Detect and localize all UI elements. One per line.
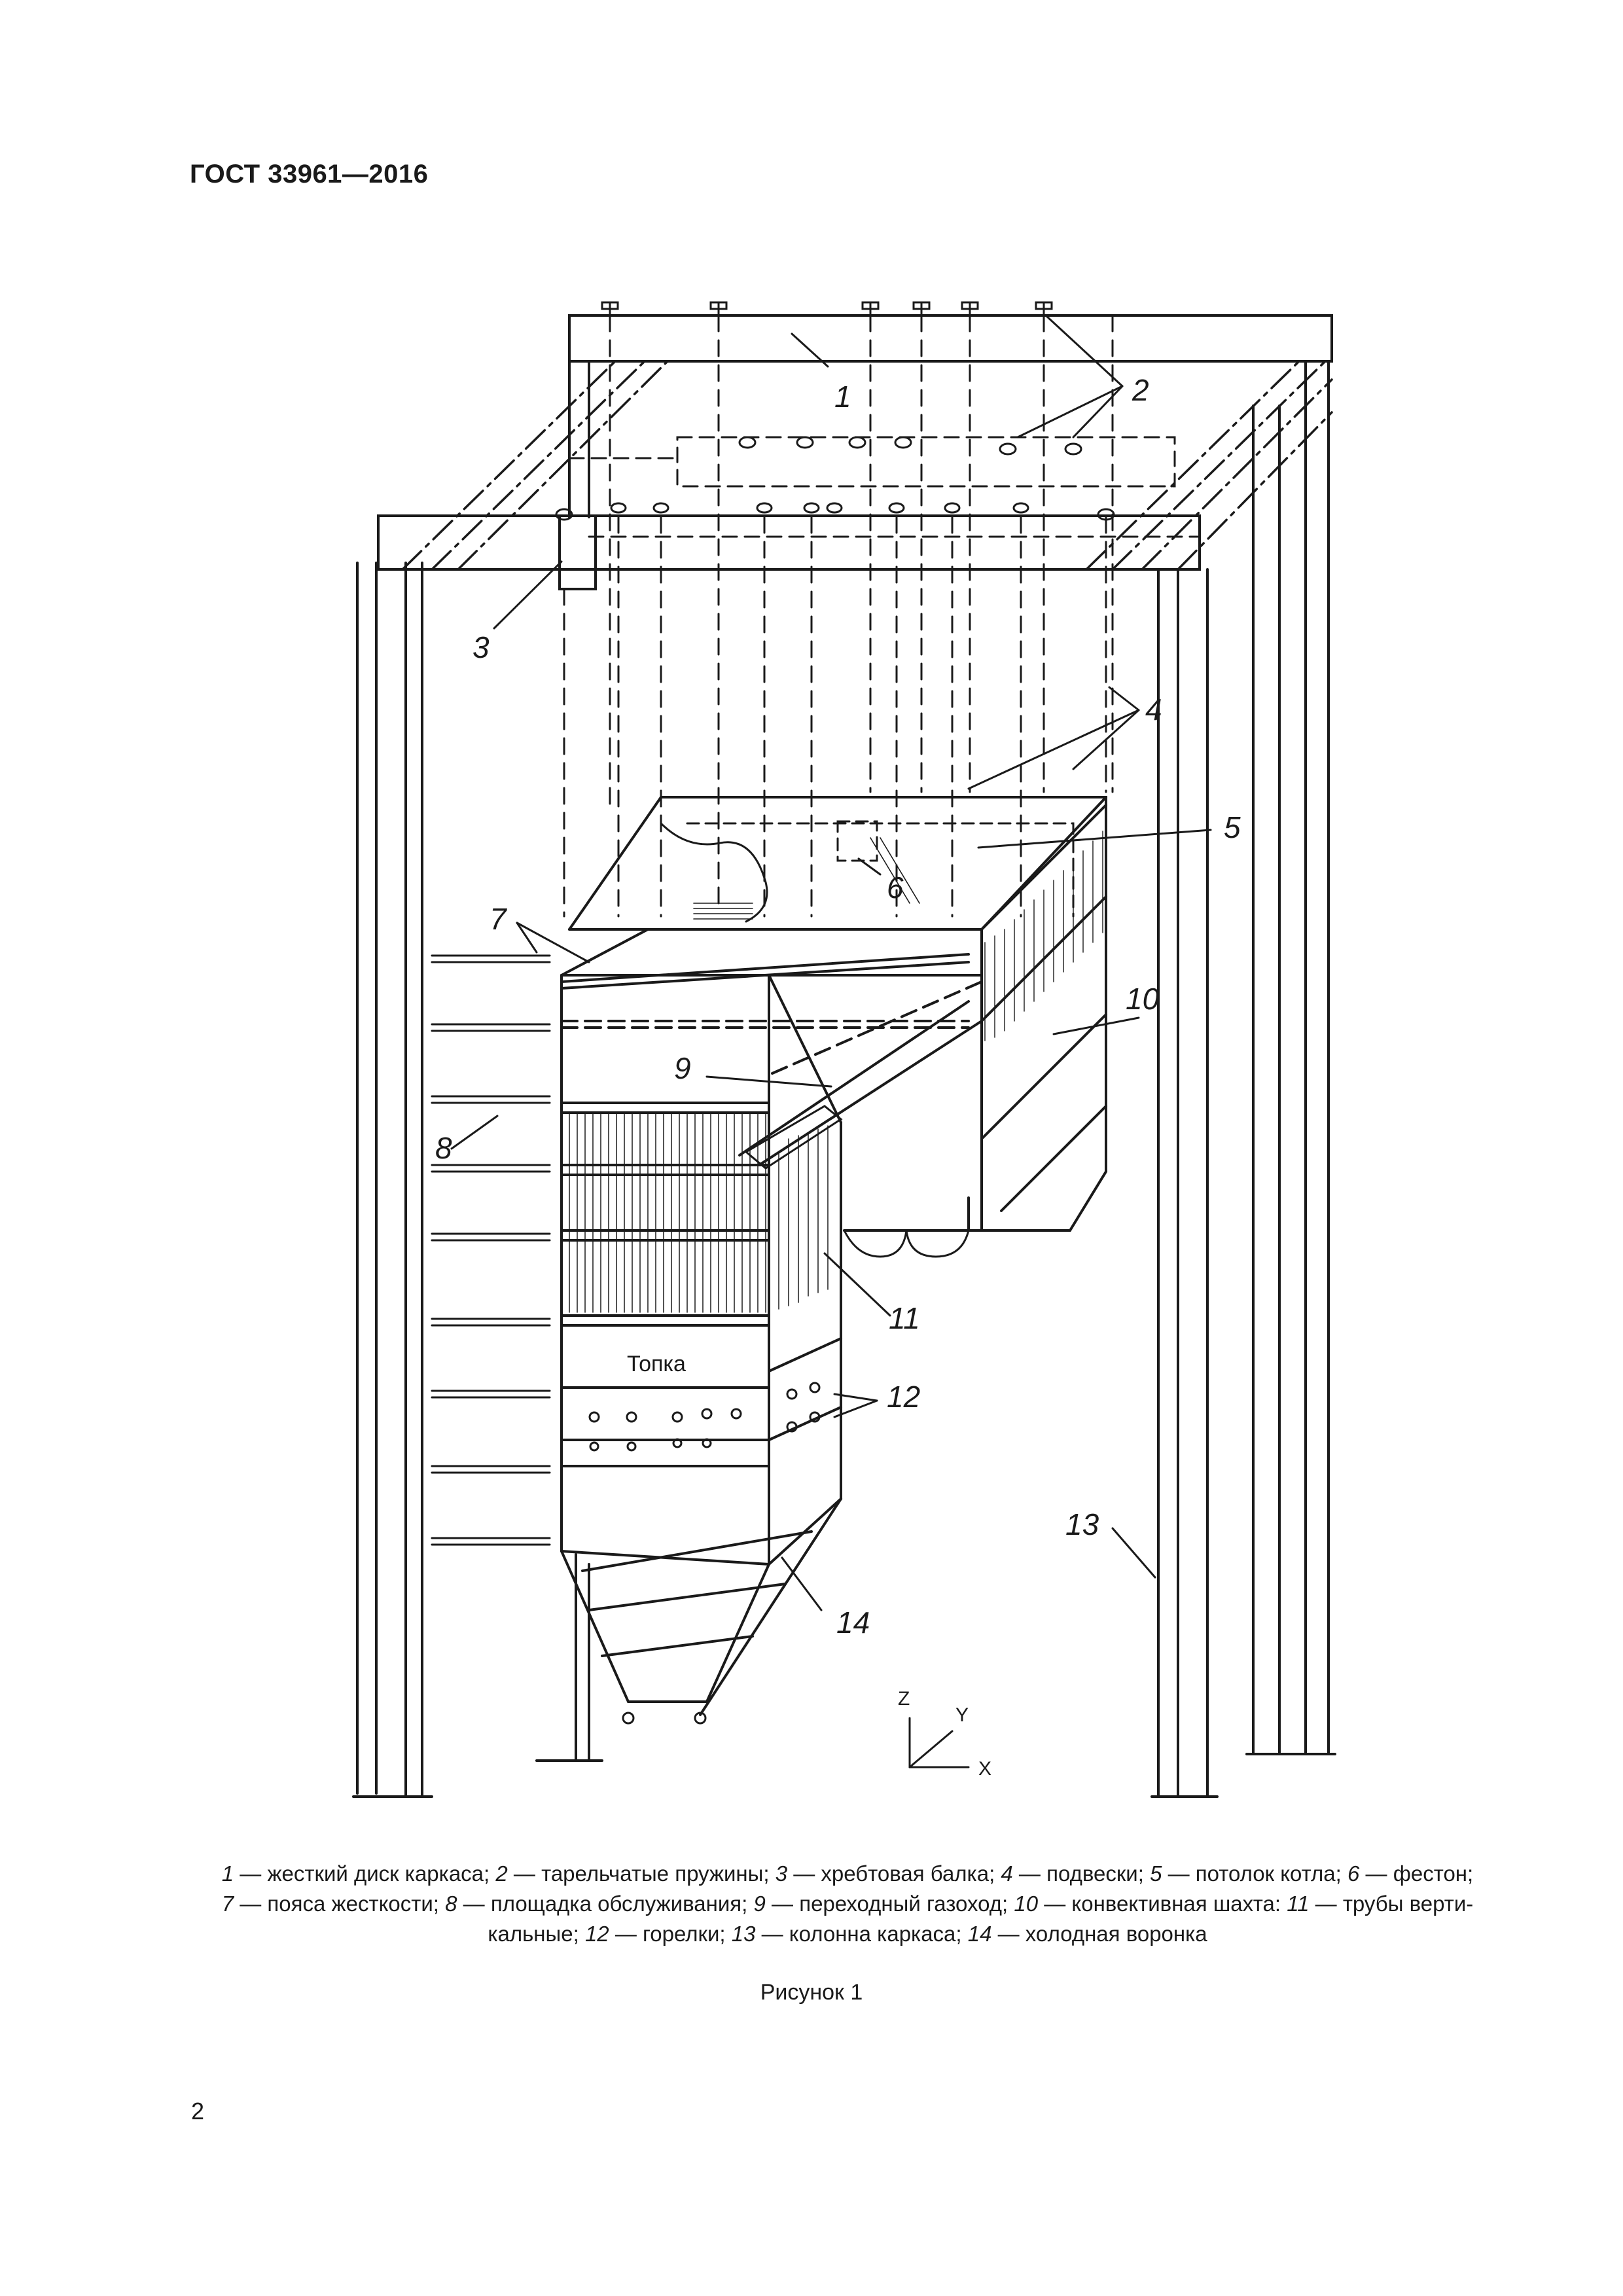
legend-num: 3 <box>775 1861 788 1886</box>
callout-4: 4 <box>1145 692 1162 726</box>
spine-beam <box>558 514 597 590</box>
legend-text: — тарельчатые пружины; <box>507 1861 776 1886</box>
legend-num: 4 <box>1001 1861 1013 1886</box>
callout-11: 11 <box>889 1301 920 1335</box>
callout-6: 6 <box>887 870 904 905</box>
disc-springs <box>555 301 1115 521</box>
callout-leaders <box>450 314 1212 1611</box>
legend-num: 11 <box>1287 1892 1310 1916</box>
legend-text: — трубы верти- <box>1309 1892 1474 1916</box>
document-code-header: ГОСТ 33961—2016 <box>190 160 429 188</box>
legend-text: кальные; <box>488 1922 585 1946</box>
legend-line-3: кальные; 12 — горелки; 13 — колонна карк… <box>196 1919 1499 1949</box>
callout-3: 3 <box>473 630 490 664</box>
furnace-label: Топка <box>627 1352 686 1376</box>
cold-hopper <box>535 1498 842 1762</box>
callout-7: 7 <box>490 902 507 936</box>
furnace-body <box>560 928 983 1566</box>
legend-num: 2 <box>495 1861 508 1886</box>
transitional-flue <box>738 980 983 1170</box>
legend-text: — хребтовая балка; <box>787 1861 1001 1886</box>
legend-text: — горелки; <box>609 1922 732 1946</box>
legend-num: 9 <box>753 1892 766 1916</box>
legend-num: 12 <box>584 1922 609 1946</box>
legend-num: 10 <box>1014 1892 1039 1916</box>
legend-text: — переходный газоход; <box>765 1892 1014 1916</box>
axis-x-label: X <box>978 1758 991 1780</box>
frame-column-rear-right <box>1245 360 1336 1755</box>
legend-num: 14 <box>967 1922 992 1946</box>
legend-line-1: 1 — жесткий диск каркаса; 2 — тарельчаты… <box>196 1859 1499 1889</box>
axis-z-label: Z <box>898 1688 910 1710</box>
legend-text: — холодная воронка <box>991 1922 1207 1946</box>
callout-10: 10 <box>1126 982 1160 1016</box>
service-platforms <box>431 954 551 1546</box>
frame-column-rear-left <box>568 360 590 518</box>
legend-text: — конвективная шахта: <box>1038 1892 1287 1916</box>
legend-num: 6 <box>1347 1861 1360 1886</box>
legend-num: 8 <box>445 1892 457 1916</box>
callout-9: 9 <box>674 1051 691 1085</box>
callout-1: 1 <box>834 380 851 414</box>
legend-num: 7 <box>221 1892 234 1916</box>
hangers <box>563 314 1114 918</box>
legend-text: — пояса жесткости; <box>234 1892 446 1916</box>
callout-12: 12 <box>887 1380 920 1414</box>
convective-shaft <box>843 796 1107 1258</box>
legend-line-2: 7 — пояса жесткости; 8 — площадка обслуж… <box>196 1889 1499 1919</box>
legend-num: 13 <box>731 1922 756 1946</box>
callout-5: 5 <box>1224 810 1241 844</box>
legend-num: 5 <box>1150 1861 1162 1886</box>
legend-text: — подвески; <box>1012 1861 1150 1886</box>
coordinate-axes <box>908 1717 970 1768</box>
axis-y-label: Y <box>955 1704 969 1726</box>
figure-legend: 1 — жесткий диск каркаса; 2 — тарельчаты… <box>196 1859 1499 1949</box>
legend-text: — потолок котла; <box>1162 1861 1347 1886</box>
callout-8: 8 <box>435 1131 452 1165</box>
frame-inner-upper <box>568 436 1199 538</box>
frame-column-front-right <box>1150 568 1219 1798</box>
frame-top-front-beam <box>377 514 1201 571</box>
legend-text: — фестон; <box>1359 1861 1474 1886</box>
legend-num: 1 <box>221 1861 234 1886</box>
figure-caption: Рисунок 1 <box>760 1980 863 2005</box>
callout-14: 14 <box>836 1605 870 1640</box>
callout-13: 13 <box>1065 1507 1099 1541</box>
legend-text: — колонна каркаса; <box>755 1922 968 1946</box>
festoon-hatching <box>693 837 920 920</box>
callout-2: 2 <box>1132 373 1149 407</box>
page-number: 2 <box>191 2098 205 2125</box>
legend-text: — жесткий диск каркаса; <box>234 1861 496 1886</box>
burners <box>588 1382 821 1452</box>
legend-text: — площадка обслуживания; <box>457 1892 754 1916</box>
frame-column-front-left <box>352 562 433 1798</box>
vertical-tubes <box>569 1112 829 1313</box>
